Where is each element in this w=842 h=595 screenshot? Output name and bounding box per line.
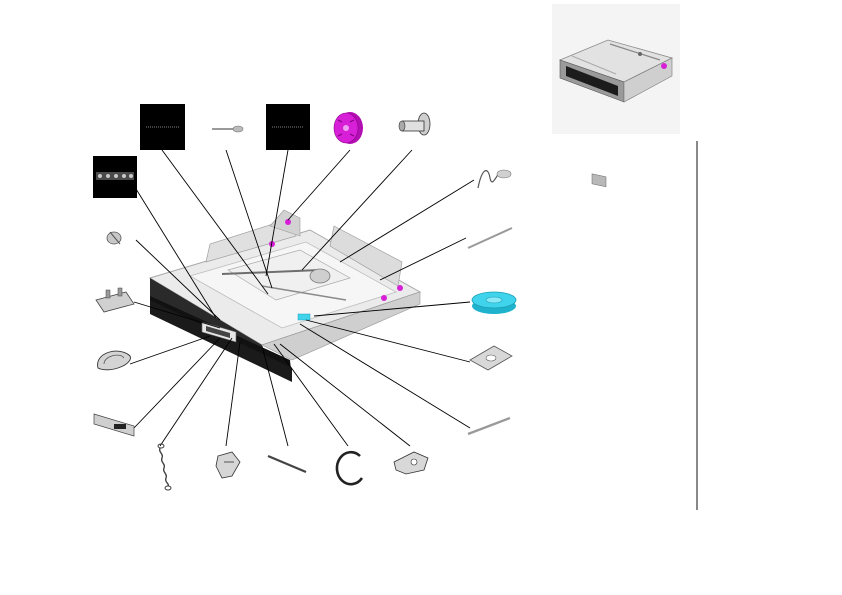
spring-clip xyxy=(477,169,512,189)
label-sticker-top-mid xyxy=(266,104,310,150)
pin-part xyxy=(212,125,244,133)
gear-cyan xyxy=(471,291,517,314)
lever-cam xyxy=(393,451,429,475)
shaft-bushing xyxy=(398,112,431,136)
front-label xyxy=(93,413,135,437)
plate-bracket xyxy=(469,345,513,371)
leader-lines xyxy=(127,149,475,447)
clip-connector xyxy=(215,451,241,479)
rod-lower xyxy=(467,416,511,436)
rod-short xyxy=(267,454,307,474)
label-sticker-top-left xyxy=(140,104,185,150)
e-ring xyxy=(335,450,364,486)
coil-spring xyxy=(157,443,172,491)
latch-part xyxy=(106,231,122,245)
paper-tray-assembly xyxy=(148,209,422,382)
gear-magenta xyxy=(333,112,363,144)
guide-block xyxy=(95,287,135,313)
tray-thumbnail xyxy=(552,4,680,188)
handle-pull xyxy=(97,350,131,371)
label-strip-left xyxy=(93,156,137,198)
rod-upper xyxy=(467,227,513,249)
